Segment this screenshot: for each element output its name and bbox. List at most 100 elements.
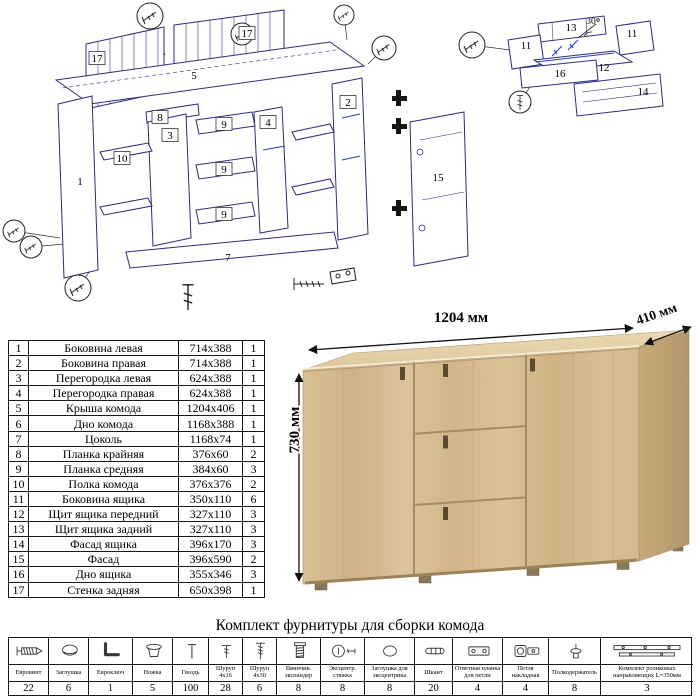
hardware-item: Ответная планка для петли 4: [453, 638, 503, 695]
hardware-item: Шкант 20: [415, 638, 453, 695]
part-name: Щит ящика задний: [28, 521, 179, 538]
part-label: 14: [638, 86, 650, 98]
hardware-item: Эксцентр. стяжка 8: [321, 638, 365, 695]
part-label: 5: [191, 70, 197, 82]
part-name: Боковина левая: [28, 339, 179, 357]
part-qty: 1: [242, 415, 265, 432]
part-label: 4: [265, 117, 271, 129]
part-label: 12: [599, 62, 610, 74]
part-qty: 3: [242, 521, 265, 538]
part-size: 384x60: [178, 460, 243, 477]
part-label: 10: [117, 153, 129, 165]
nail-icon: [173, 638, 208, 664]
confirmat-icon: [9, 638, 48, 664]
right-bay-shelf-2: [291, 178, 335, 196]
part-size: 327x110: [178, 506, 243, 523]
hardware-item: Заглушка 6: [49, 638, 89, 695]
angle-annotation: [577, 18, 600, 39]
hardware-qty: 6: [243, 681, 276, 695]
front-gaps: [413, 354, 527, 577]
part-label: 17: [92, 53, 104, 65]
hardware-name: Евровинт: [9, 664, 48, 681]
drawer-facade: [573, 73, 664, 117]
drawer-slides-icon: [601, 638, 693, 664]
part-size: 396x590: [178, 551, 243, 568]
part-size: 650x398: [178, 581, 243, 598]
hardware-qty: 8: [277, 681, 320, 695]
drawer-3-handle: [443, 507, 448, 520]
screw-4x16-icon: [209, 638, 242, 664]
drawer-front: [519, 59, 599, 89]
hardware-name: Евроключ: [89, 664, 132, 681]
part-num: 10: [8, 475, 29, 492]
hardware-qty: 6: [49, 681, 88, 695]
hardware-name: Заглушка: [49, 664, 88, 681]
left-side-panel: [57, 95, 99, 279]
drawer-2-handle: [443, 435, 448, 449]
part-qty: 1: [242, 400, 265, 417]
hardware-qty: 22: [9, 681, 48, 695]
width-dimension-label: 1204 мм: [434, 310, 488, 326]
part-name: Боковина правая: [28, 355, 179, 372]
dresser-side: [638, 329, 690, 562]
screw-icon: [293, 278, 324, 290]
gap-drawer-2: [413, 496, 527, 506]
hardware-qty: 4: [453, 681, 502, 695]
hardware-qty: 5: [133, 681, 172, 695]
hardware-item: Заглушка для эксцентрика 8: [365, 638, 415, 695]
hardware-item: Гвоздь 100: [173, 638, 209, 695]
hardware-name: Полкодержатель: [549, 664, 600, 681]
part-num: 12: [8, 506, 29, 523]
hardware-name: Шкант: [415, 664, 452, 681]
part-qty: 2: [242, 551, 265, 568]
part-num: 15: [8, 551, 29, 568]
part-label: 8: [157, 112, 163, 124]
drawer-side-right: [615, 20, 655, 56]
shelf-pin-icon: [549, 638, 600, 664]
part-size: 355x346: [178, 566, 243, 583]
part-size: 376x60: [178, 445, 243, 462]
hardware-name: Ввинчив. экспандер: [277, 664, 320, 681]
hardware-item: Евроключ 1: [89, 638, 133, 695]
dowel-icon: [415, 638, 452, 664]
part-num: 6: [8, 415, 29, 432]
part-qty: 3: [242, 566, 265, 583]
part-name: Полка комода: [28, 475, 179, 492]
part-qty: 1: [242, 355, 265, 372]
part-name: Дно комода: [28, 415, 179, 432]
hardware-name: Ответная планка для петли: [453, 664, 502, 679]
mounting-bracket-icon: [329, 267, 357, 285]
part-qty: 1: [242, 339, 265, 357]
hinge-icon: [392, 118, 407, 134]
part-qty: 1: [242, 370, 265, 387]
hinge-plate-icon: [453, 638, 502, 664]
wood-grain: [342, 349, 614, 580]
hardware-qty: 8: [321, 681, 364, 695]
cabinet-panels: [54, 9, 469, 279]
part-num: 14: [8, 536, 29, 553]
part-size: 1168x388: [178, 415, 243, 432]
part-num: 3: [8, 370, 29, 387]
part-size: 350x110: [178, 490, 243, 508]
dresser-front: [302, 346, 640, 585]
part-qty: 1: [242, 581, 265, 598]
part-num: 13: [8, 521, 29, 538]
hinge-icon: [392, 200, 407, 216]
door-panel: [409, 111, 469, 267]
hardware-qty: 1: [89, 681, 132, 695]
part-size: 1168x74: [178, 430, 243, 447]
right-bay-shelf-1: [291, 123, 335, 141]
exploded-assembly-diagram: 17 17 8 3 4 10 9 9 9 2 5 1 7 15 13 11 11…: [2, 2, 664, 310]
part-label: 11: [521, 40, 532, 52]
hardware-item: Ножка 5: [133, 638, 173, 695]
hardware-name: Петля накладная: [503, 664, 548, 681]
hardware-name: Гвоздь: [173, 664, 208, 681]
fastener-callouts: [2, 2, 532, 302]
hardware-item: Петля накладная 4: [503, 638, 549, 695]
